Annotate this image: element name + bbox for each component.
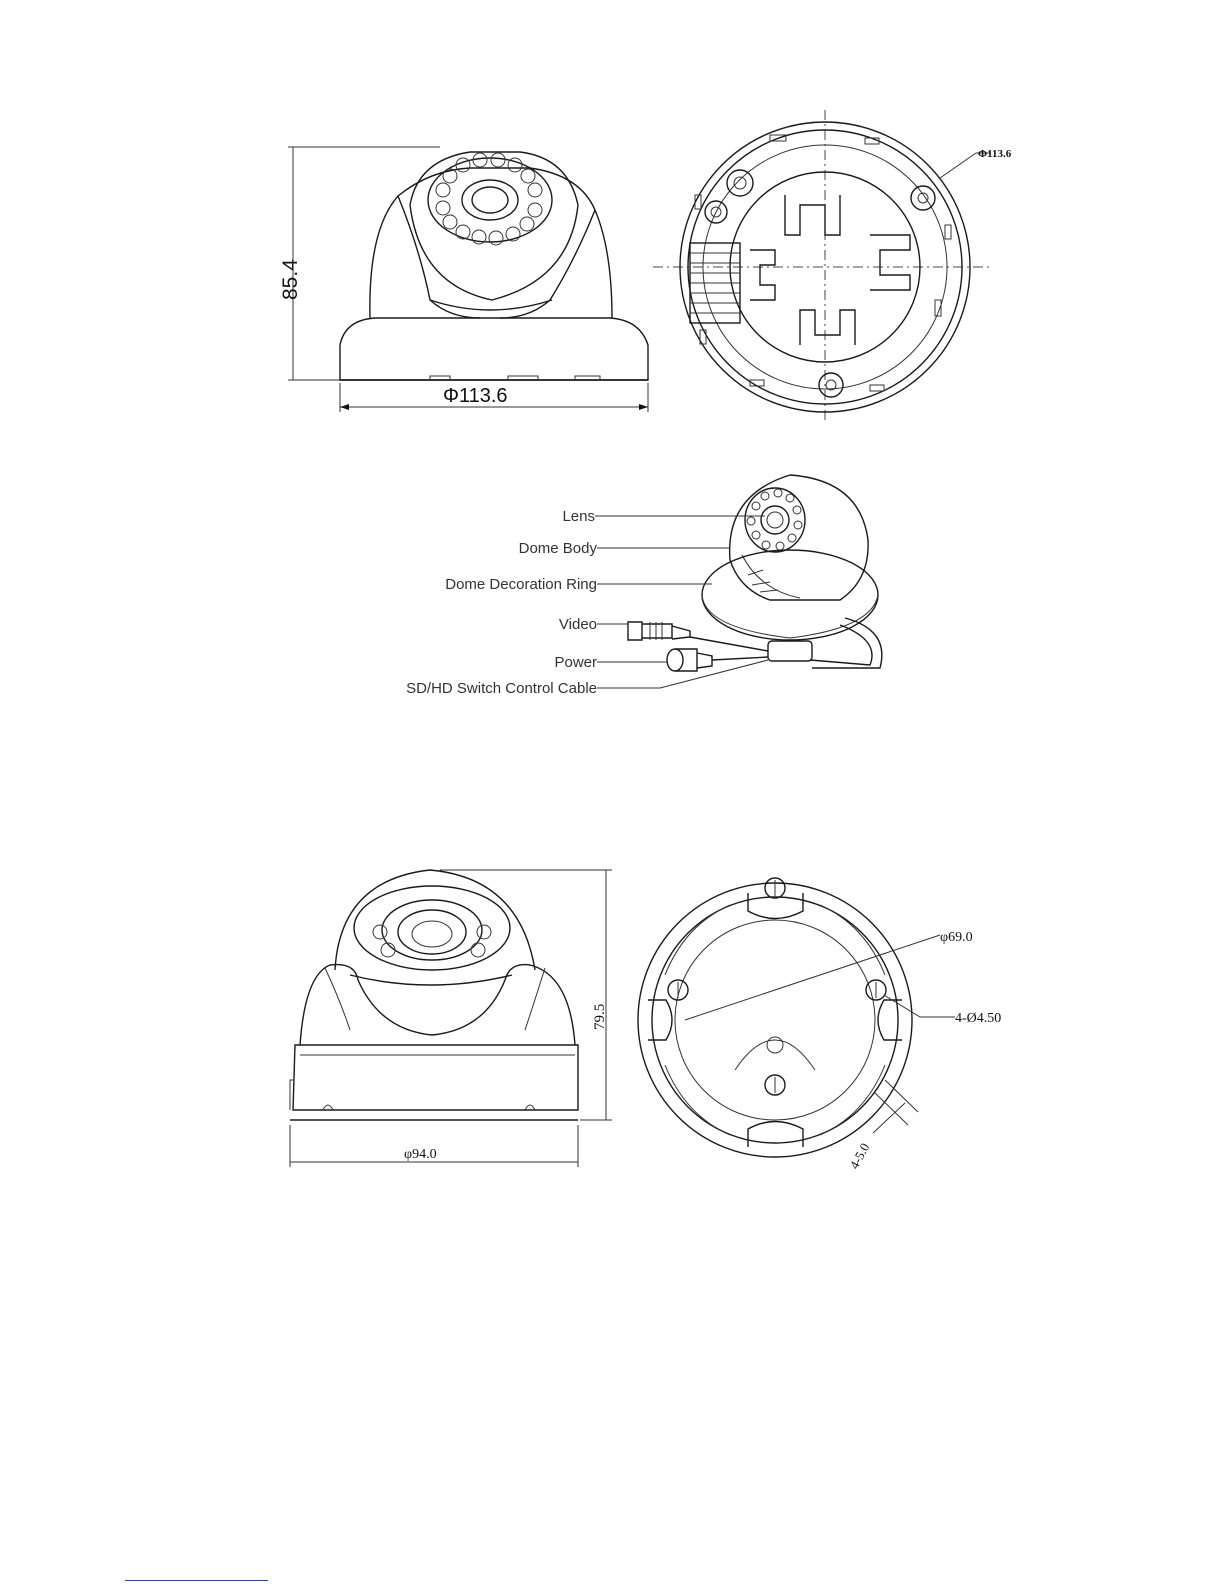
callout-dome-body: Dome Body [519, 540, 598, 557]
slot-width-label: 4-5.0 [846, 1140, 872, 1171]
height-dimension-label-small: 79.5 [592, 1004, 608, 1030]
bottom-view-large-dome: Φ113.6 [653, 110, 1012, 420]
side-view-small-dome: 79.5 φ94.0 [290, 870, 612, 1167]
bottom-view-small-dome: φ69.0 4-Ø4.50 4-5.0 [638, 878, 1001, 1171]
callout-lens: Lens [562, 508, 595, 525]
side-view-large-dome: 85.4 Φ113.6 [279, 147, 648, 412]
width-dimension-label-small: φ94.0 [404, 1147, 437, 1162]
height-dimension-label: 85.4 [279, 259, 302, 300]
width-dimension-label: Φ113.6 [443, 385, 508, 407]
callout-sd-hd-switch-cable: SD/HD Switch Control Cable [406, 680, 597, 697]
mount-circle-diameter-label: φ69.0 [940, 930, 973, 945]
callout-dome-decoration-ring: Dome Decoration Ring [445, 576, 597, 593]
holes-label: 4-Ø4.50 [955, 1011, 1001, 1026]
callout-video: Video [559, 616, 597, 633]
footer-rule [125, 1580, 268, 1581]
perspective-view-callouts: Lens Dome Body Dome Decoration Ring Vide… [406, 475, 882, 697]
bottom-view-diameter-label: Φ113.6 [978, 148, 1012, 160]
callout-power: Power [554, 654, 597, 671]
